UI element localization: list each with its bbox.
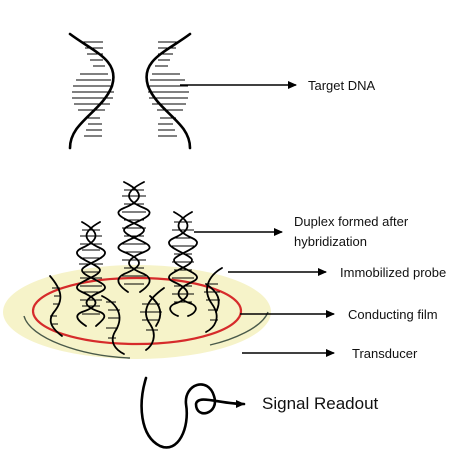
conducting-film-label: Conducting film [348, 307, 438, 322]
duplex-helix-2 [117, 181, 151, 293]
duplex-label-line1: Duplex formed after [294, 214, 409, 229]
transducer-line [23, 315, 131, 359]
target-dna-strand-left [68, 32, 115, 150]
duplex-label-line2: hybridization [294, 234, 367, 249]
signal-readout-arrow [140, 376, 246, 449]
transducer-line-right [209, 311, 269, 346]
conducting-film-ring [31, 276, 243, 346]
transducer-platform [3, 265, 271, 359]
target-dna-left-rungs [72, 41, 114, 137]
target-dna-right-rungs [148, 41, 189, 137]
transducer-label: Transducer [352, 346, 418, 361]
duplex-helix-3 [168, 211, 198, 317]
target-dna-strand-right [145, 32, 192, 150]
probe-strand-3 [140, 287, 165, 351]
duplex-helix-1 [76, 221, 106, 327]
probe-strand-2 [101, 295, 125, 355]
signal-readout-label: Signal Readout [262, 394, 379, 413]
duplex-helix-2-rungs [122, 189, 146, 285]
duplex-helix-1-rungs [79, 229, 103, 315]
target-dna-label: Target DNA [308, 78, 376, 93]
immobilized-probe-label: Immobilized probe [340, 265, 446, 280]
probe-strand-4 [204, 267, 223, 333]
probe-strand-1 [49, 275, 63, 337]
